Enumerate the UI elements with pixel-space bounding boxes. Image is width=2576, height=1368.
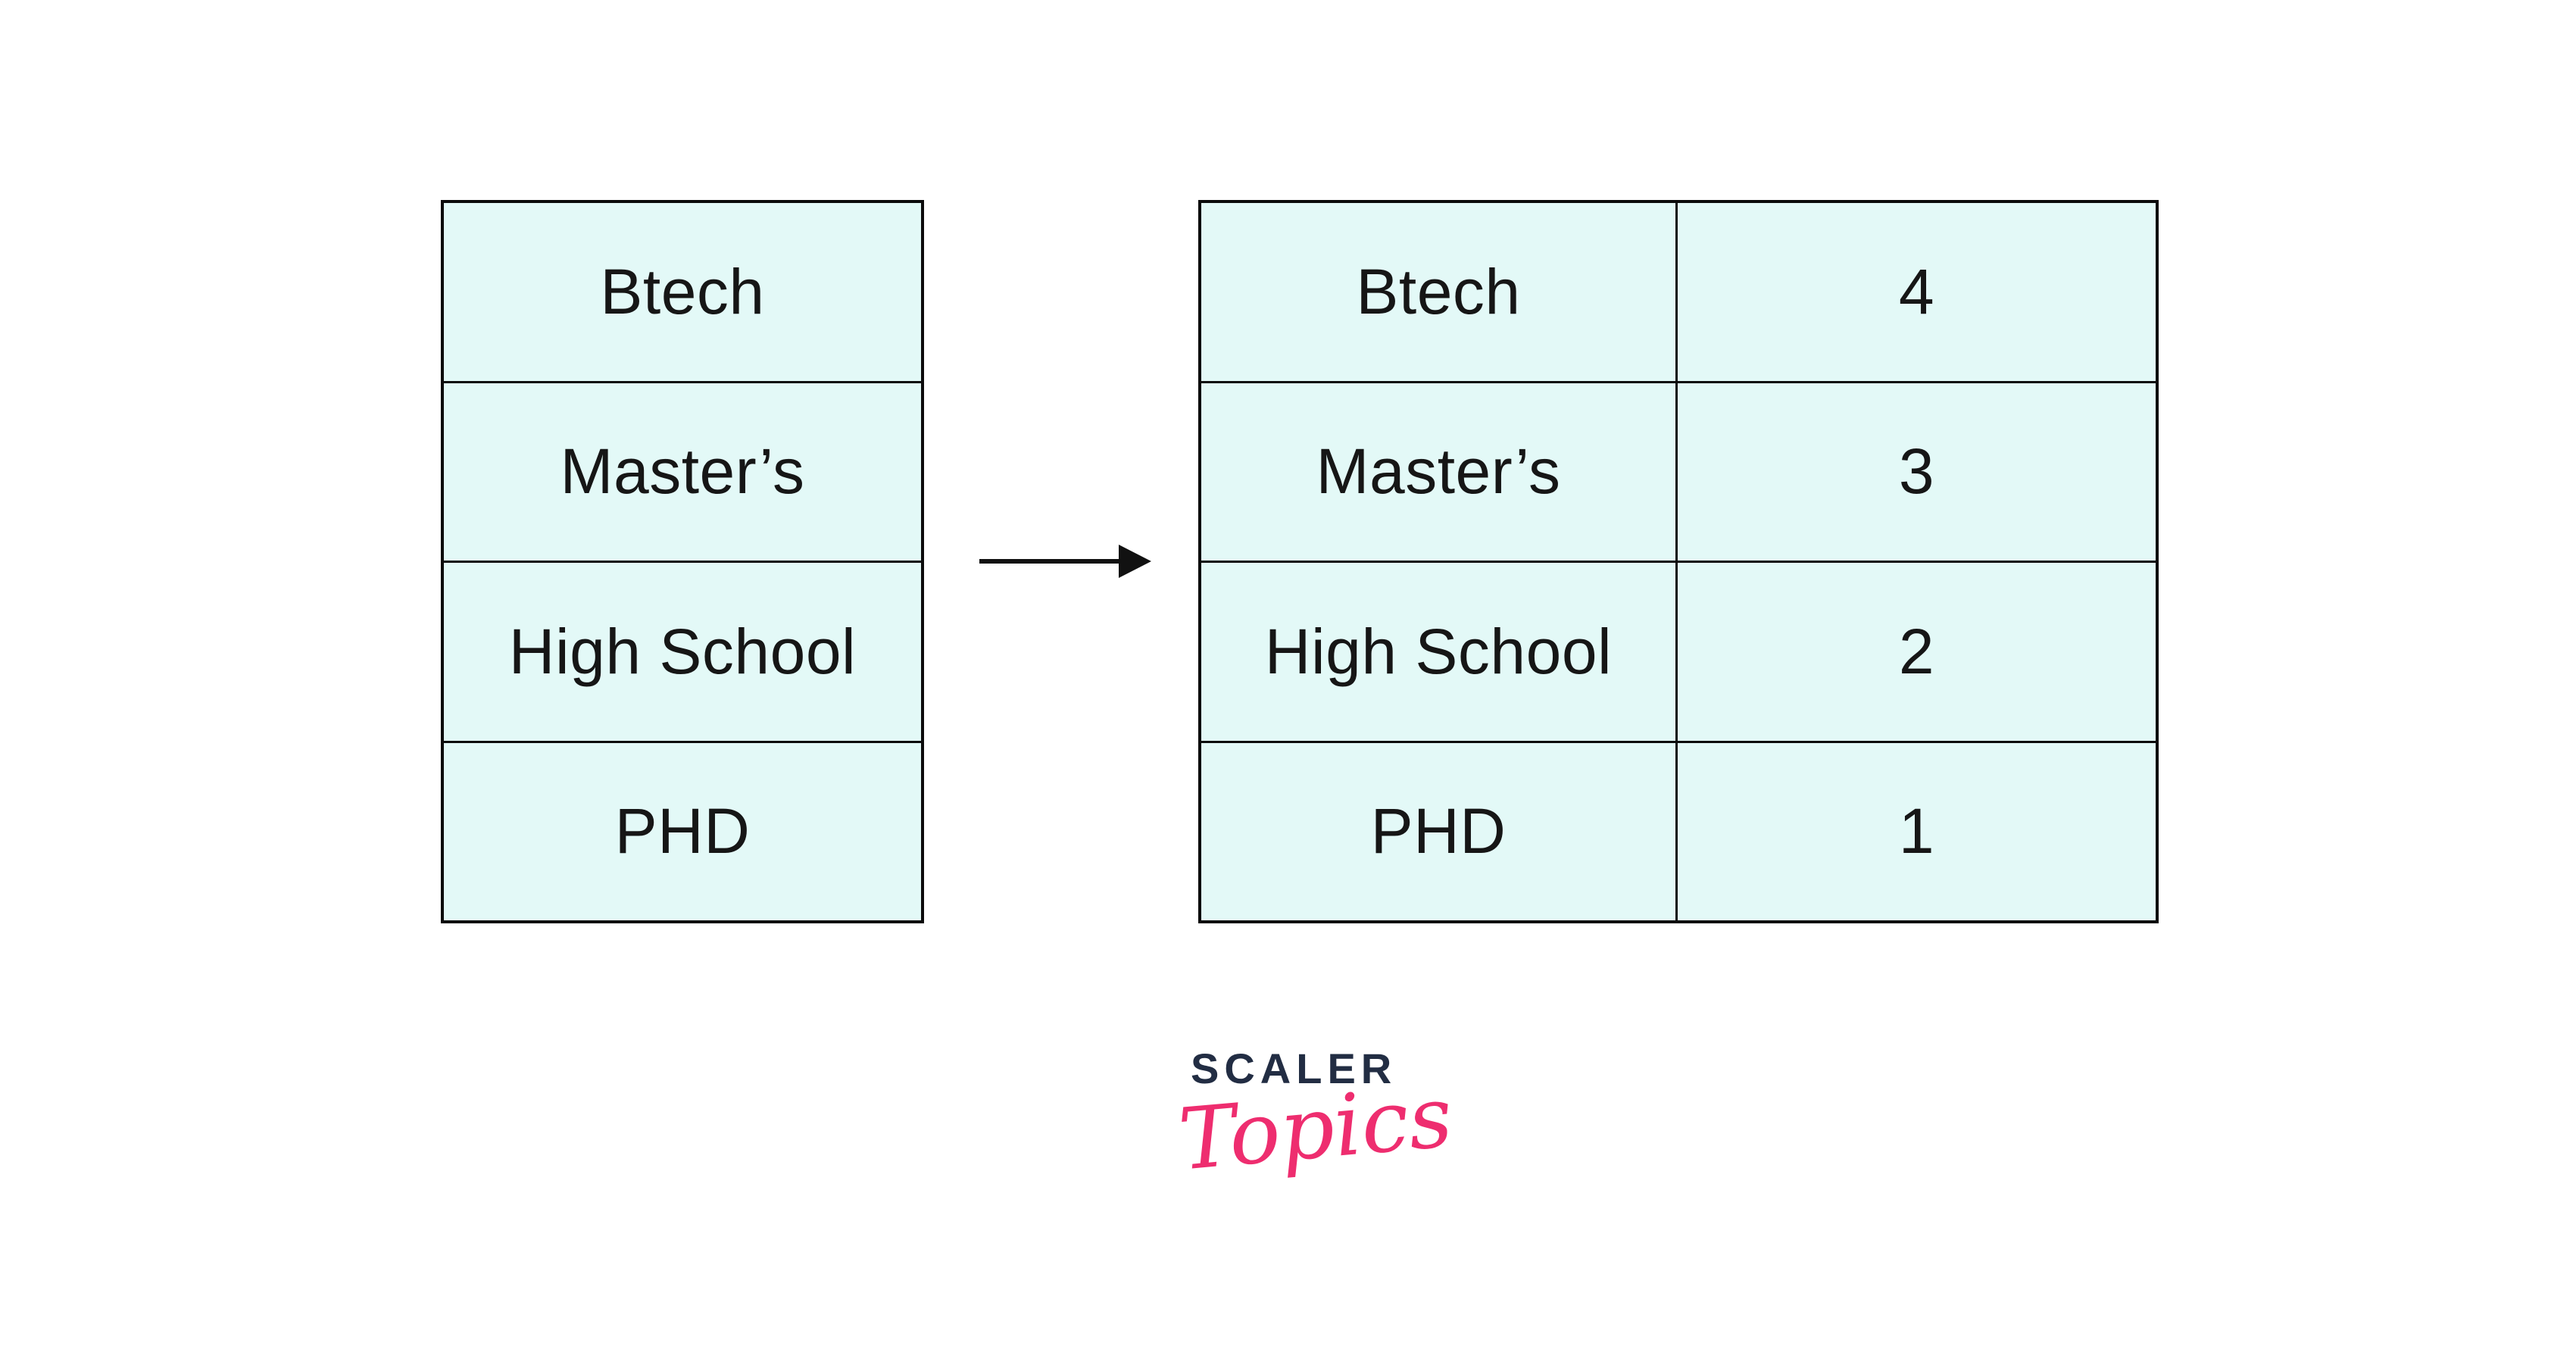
- degree-cell: Master’s: [560, 436, 805, 508]
- rank-cell: 3: [1675, 383, 2156, 561]
- table-row: PHD: [444, 740, 921, 921]
- rank-cell: 4: [1675, 203, 2156, 381]
- degree-cell: High School: [508, 615, 857, 687]
- rank-cell: 1: [1675, 742, 2156, 920]
- logo-script: Topics: [1175, 1067, 1457, 1190]
- degree-list-table: Btech Master’s High School PHD: [441, 200, 924, 923]
- table-row: PHD 1: [1201, 740, 2156, 920]
- table-row: Btech 4: [1201, 203, 2156, 381]
- table-row: High School: [444, 561, 921, 741]
- degree-rank-table: Btech 4 Master’s 3 High School 2 PHD 1: [1198, 200, 2159, 923]
- rank-cell: 2: [1675, 563, 2156, 741]
- table-row: High School 2: [1201, 561, 2156, 741]
- right-arrow-icon: [979, 545, 1151, 578]
- logo-wordmark: SCALER: [1191, 1045, 1397, 1092]
- table-row: Btech: [444, 203, 921, 381]
- degree-cell: PHD: [1370, 795, 1507, 867]
- degree-cell: PHD: [614, 795, 751, 867]
- degree-cell: Master’s: [1316, 436, 1561, 508]
- scaler-topics-logo: SCALER Topics: [1175, 1045, 1456, 1189]
- degree-cell: High School: [1264, 615, 1613, 687]
- table-row: Master’s: [444, 380, 921, 561]
- table-row: Master’s 3: [1201, 380, 2156, 561]
- degree-cell: Btech: [1356, 255, 1521, 327]
- degree-cell: Btech: [600, 255, 765, 327]
